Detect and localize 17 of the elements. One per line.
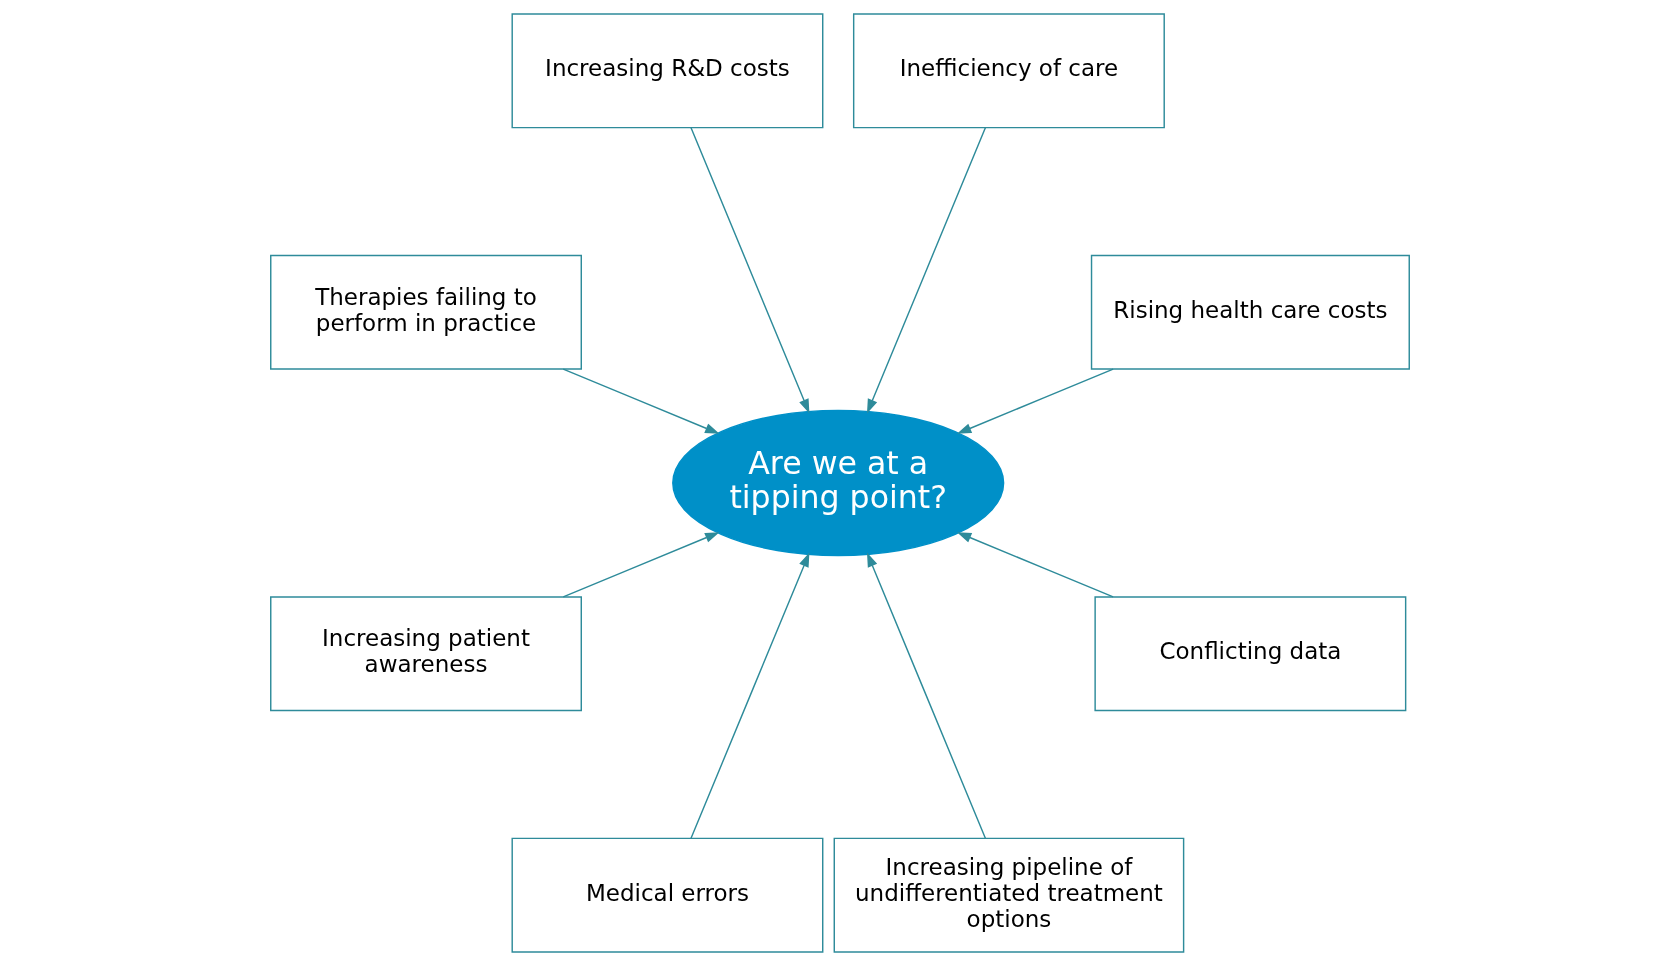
- arrow: [690, 552, 810, 839]
- node-box: Medical errors: [511, 837, 824, 953]
- node-box: Increasing R&D costs: [511, 13, 824, 129]
- arrow: [562, 532, 720, 598]
- arrow: [867, 552, 987, 839]
- node-box: Increasing pipeline of undifferentiated treatment options: [833, 837, 1185, 953]
- node-box: Inefficiency of care: [852, 13, 1165, 129]
- arrow: [690, 126, 810, 414]
- node-ellipse: Are we at a tipping point?: [672, 409, 1005, 557]
- node-box: Therapies failing to perform in practice: [270, 254, 582, 370]
- node-box: Increasing patient awareness: [270, 596, 582, 712]
- node-box: Conflicting data: [1094, 596, 1407, 712]
- arrow: [956, 532, 1114, 598]
- node-box: Rising health care costs: [1090, 254, 1410, 370]
- arrow: [867, 126, 987, 414]
- arrow: [562, 368, 720, 434]
- arrow: [956, 368, 1114, 434]
